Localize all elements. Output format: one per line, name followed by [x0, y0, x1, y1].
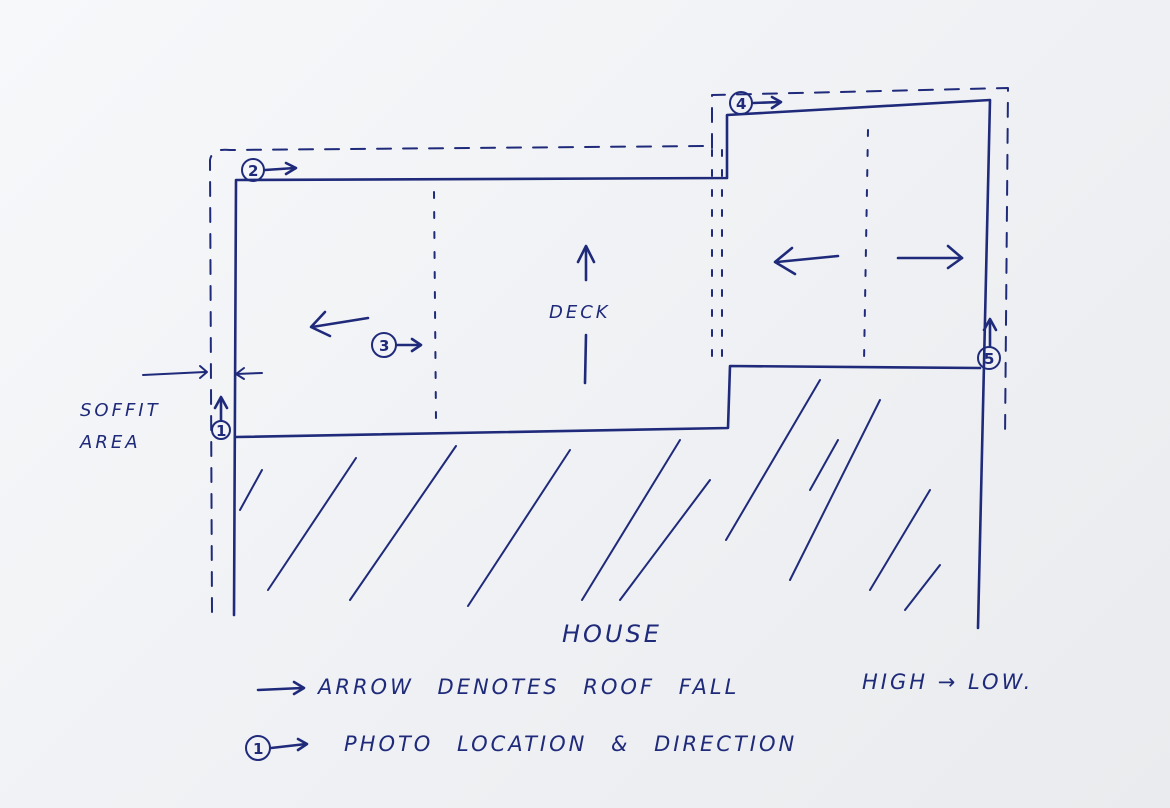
- roof-fall-arrow-right-right: [896, 244, 964, 270]
- house-label: HOUSE: [562, 620, 662, 648]
- roof-fall-arrow-left: [309, 310, 370, 338]
- svg-text:4: 4: [736, 95, 746, 113]
- photo-marker-1: 1: [211, 395, 231, 440]
- photo-marker-2: 2: [241, 158, 298, 182]
- soffit-label-line2: AREA: [80, 432, 141, 453]
- deck-label: DECK: [549, 302, 611, 323]
- legend-arrow-icon: [256, 680, 306, 696]
- svg-text:1: 1: [216, 422, 226, 440]
- house-hatching: [239, 379, 941, 611]
- photo-marker-3: 3: [371, 332, 423, 358]
- roof-fall-arrow-deck: [576, 244, 596, 385]
- svg-text:1: 1: [253, 740, 263, 758]
- divider-1: [433, 191, 437, 421]
- soffit-pointer-arrows: [142, 365, 263, 380]
- legend-photo-location-text: PHOTO LOCATION & DIRECTION: [344, 732, 798, 756]
- svg-text:5: 5: [984, 350, 994, 368]
- legend-photo-marker-icon: 1: [245, 735, 309, 761]
- photo-marker-4: 4: [729, 91, 783, 115]
- legend-roof-fall-text: ARROW DENOTES ROOF FALL: [318, 675, 740, 699]
- soffit-label-line1: SOFFIT: [80, 400, 161, 421]
- lower-roof-edge: [234, 364, 982, 439]
- soffit-outline: [209, 87, 1009, 613]
- roof-fall-arrow-right-left: [773, 246, 840, 276]
- divider-2: [863, 129, 869, 363]
- left-roof-outline: [232, 98, 992, 630]
- photo-marker-5: 5: [977, 317, 1001, 370]
- legend-high-low-text: HIGH → LOW.: [862, 670, 1034, 694]
- svg-text:2: 2: [248, 162, 258, 180]
- svg-text:3: 3: [379, 337, 389, 355]
